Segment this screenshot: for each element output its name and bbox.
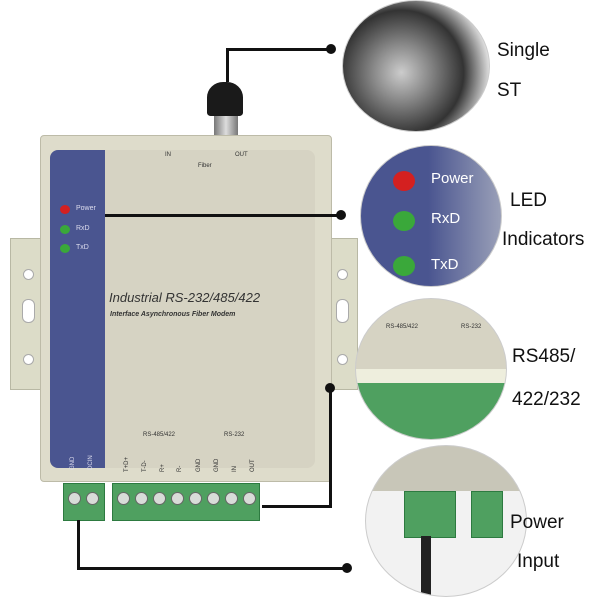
callout-dot xyxy=(326,44,336,54)
pin-label: R+ xyxy=(160,464,166,472)
pin-label: GND xyxy=(70,456,76,470)
closeup-power-label: Power xyxy=(431,170,474,187)
power-led-label: Power xyxy=(76,205,96,212)
power-terminal-block[interactable] xyxy=(63,483,105,521)
pin-label: GND xyxy=(196,458,202,472)
rs232-group-label: RS-232 xyxy=(224,432,245,438)
callout-rs-line2: 422/232 xyxy=(512,389,581,410)
callout-dot xyxy=(336,210,346,220)
rxd-led xyxy=(60,225,70,234)
callout-led-line1: LED xyxy=(510,190,547,211)
pin-label: GND xyxy=(214,458,220,472)
fiber-label: Fiber xyxy=(198,163,212,169)
callout-st-line2: ST xyxy=(497,80,522,101)
txd-led-label: TxD xyxy=(76,244,89,251)
rs485-terminal-block[interactable] xyxy=(112,483,260,521)
power-input-closeup xyxy=(365,445,527,597)
callout-power-line1: Power xyxy=(510,512,564,533)
st-connector-closeup xyxy=(342,0,490,132)
device-title: Industrial RS-232/485/422 xyxy=(109,290,261,305)
closeup-rxd-label: RxD xyxy=(431,210,461,227)
callout-led-line2: Indicators xyxy=(502,229,585,250)
callout-st-line1: Single xyxy=(497,40,550,61)
pin-label: DCIN xyxy=(88,455,94,470)
fiber-out-label: OUT xyxy=(235,152,248,158)
closeup-txd-label: TxD xyxy=(431,256,459,273)
callout-rs-line1: RS485/ xyxy=(512,346,576,367)
led-closeup: Power RxD TxD xyxy=(360,145,502,287)
closeup-rs485-label: RS-485/422 xyxy=(386,324,419,330)
pin-label: OUT xyxy=(250,459,256,472)
txd-led xyxy=(60,244,70,253)
rs485-group-label: RS-485/422 xyxy=(143,432,176,438)
rxd-led-label: RxD xyxy=(76,225,90,232)
closeup-rs232-label: RS-232 xyxy=(461,324,482,330)
pin-label: R- xyxy=(177,465,183,472)
callout-dot xyxy=(325,383,335,393)
pin-label: IN xyxy=(232,466,238,472)
device-subtitle: Interface Asynchronous Fiber Modem xyxy=(110,311,236,318)
power-led xyxy=(60,205,70,214)
blue-panel xyxy=(50,150,105,468)
rs485-closeup: RS-485/422 RS-232 xyxy=(355,298,507,440)
callout-power-line2: Input xyxy=(517,551,560,572)
fiber-in-label: IN xyxy=(165,152,171,158)
pin-label: T+D+ xyxy=(124,456,130,472)
callout-dot xyxy=(342,563,352,573)
st-connector-cap xyxy=(207,82,243,116)
pin-label: T-D- xyxy=(142,460,148,472)
